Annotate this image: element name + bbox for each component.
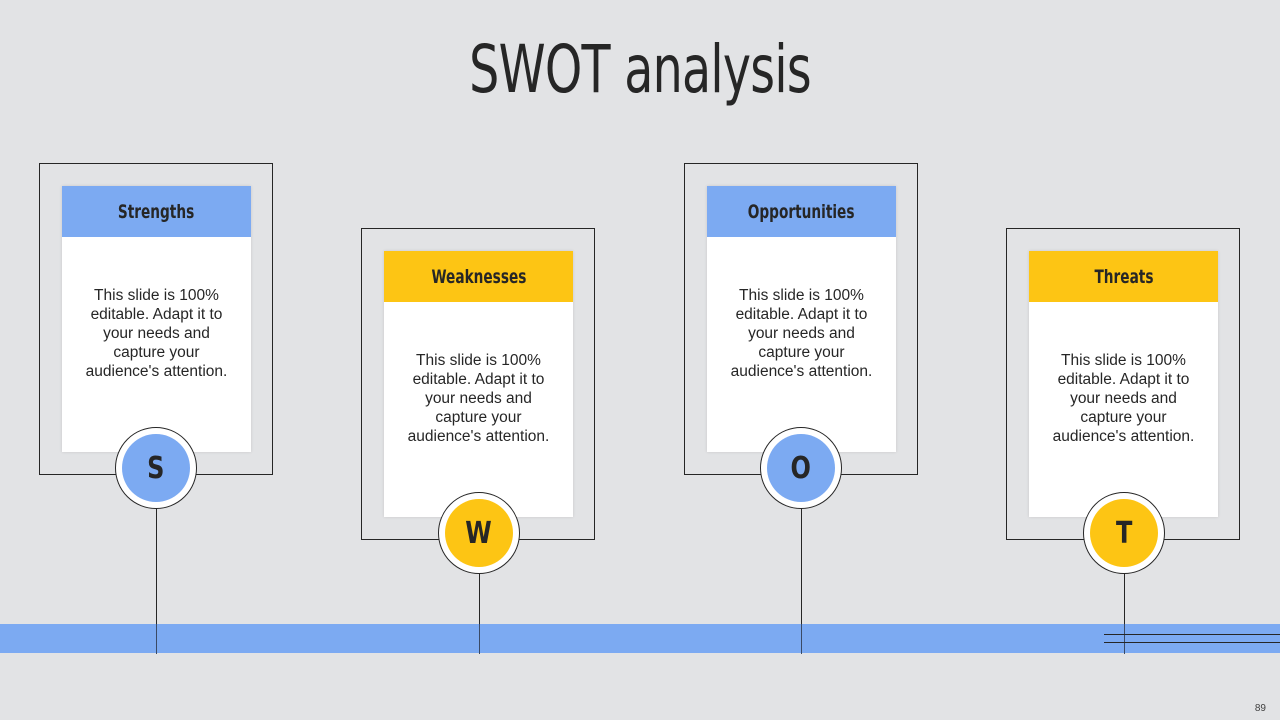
threats-card[interactable]: Threats This slide is 100% editable. Ada…	[1029, 251, 1218, 517]
threats-heading: Threats	[1093, 265, 1154, 288]
weaknesses-letter: W	[465, 515, 493, 551]
weaknesses-card[interactable]: Weaknesses This slide is 100% editable. …	[384, 251, 573, 517]
timeline-tick-4	[1124, 624, 1125, 654]
strengths-header: Strengths	[62, 186, 251, 237]
strengths-heading: Strengths	[118, 200, 195, 223]
threats-badge-fill: T	[1090, 499, 1158, 567]
strengths-card[interactable]: Strengths This slide is 100% editable. A…	[62, 186, 251, 452]
opportunities-letter: O	[790, 450, 812, 486]
opportunities-badge-fill: O	[767, 434, 835, 502]
threats-body: This slide is 100% editable. Adapt it to…	[1052, 352, 1195, 445]
timeline-tick-2	[479, 624, 480, 654]
opportunities-body: This slide is 100% editable. Adapt it to…	[730, 287, 873, 380]
opportunities-heading: Opportunities	[748, 200, 855, 223]
timeline-band	[0, 624, 1280, 653]
threats-letter: T	[1115, 515, 1133, 551]
weaknesses-header: Weaknesses	[384, 251, 573, 302]
threats-badge[interactable]: T	[1083, 492, 1165, 574]
timeline-tick-3	[801, 624, 802, 654]
strengths-body: This slide is 100% editable. Adapt it to…	[85, 287, 228, 380]
decorative-line-top	[1104, 634, 1280, 635]
weaknesses-badge[interactable]: W	[438, 492, 520, 574]
weaknesses-body: This slide is 100% editable. Adapt it to…	[407, 352, 550, 445]
strengths-letter: S	[147, 450, 165, 486]
opportunities-stem	[801, 508, 802, 654]
opportunities-card[interactable]: Opportunities This slide is 100% editabl…	[707, 186, 896, 452]
strengths-stem	[156, 508, 157, 654]
threats-header: Threats	[1029, 251, 1218, 302]
strengths-badge-fill: S	[122, 434, 190, 502]
page-number: 89	[1254, 703, 1266, 714]
decorative-line-bottom	[1104, 642, 1280, 643]
timeline-tick-1	[156, 624, 157, 654]
weaknesses-badge-fill: W	[445, 499, 513, 567]
weaknesses-stem	[479, 573, 480, 654]
opportunities-header: Opportunities	[707, 186, 896, 237]
threats-stem	[1124, 573, 1125, 654]
slide-title: SWOT analysis	[469, 31, 811, 108]
strengths-badge[interactable]: S	[115, 427, 197, 509]
opportunities-badge[interactable]: O	[760, 427, 842, 509]
weaknesses-heading: Weaknesses	[431, 265, 526, 288]
